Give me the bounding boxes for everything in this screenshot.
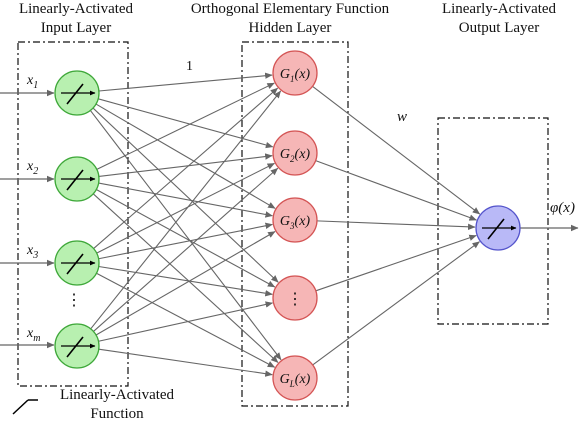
input-layer-box — [17, 41, 129, 387]
hidden-node-label: ⋮ — [287, 291, 303, 308]
hidden-node — [272, 50, 318, 96]
linear-activation-legend-icon — [12, 399, 38, 415]
hidden-node — [272, 355, 318, 401]
input-layer-title: Linearly-Activated Input Layer — [0, 0, 152, 38]
hidden-node-label: GL(x) — [280, 372, 311, 389]
legend-label-line2: Function — [90, 406, 144, 422]
hidden-node — [272, 197, 318, 243]
input-hidden-edge — [98, 348, 273, 377]
linear-activation-icon — [61, 169, 96, 191]
input-hidden-edge — [98, 98, 274, 149]
hidden-output-edge — [316, 220, 476, 231]
legend-label: Linearly-Activated Function — [52, 386, 182, 422]
output-layer-title: Linearly-Activated Output Layer — [418, 0, 580, 38]
hidden-layer-title: Orthogonal Elementary Function Hidden La… — [165, 0, 415, 38]
input-hidden-edge — [98, 72, 273, 92]
input-hidden-edge — [96, 82, 275, 170]
output-label: φ(x) — [550, 200, 575, 216]
input-layer-title-line1: Linearly-Activated — [18, 1, 134, 17]
linear-activation-icon — [61, 336, 96, 358]
legend-label-line1: Linearly-Activated — [59, 387, 175, 403]
hidden-layer-box — [241, 41, 349, 407]
input-hidden-edge — [92, 193, 279, 363]
hidden-output-edge — [315, 160, 477, 221]
hidden-layer-title-line1: Orthogonal Elementary Function — [190, 1, 390, 17]
output-layer-box — [437, 117, 549, 325]
input-hidden-edge — [95, 231, 276, 336]
input-hidden-edge — [93, 167, 279, 332]
hidden-node-label: G3(x) — [280, 214, 311, 231]
output-weight-label: w — [397, 109, 407, 125]
input-hidden-edge — [98, 153, 273, 177]
input-layer-title-line2: Input Layer — [40, 20, 112, 36]
linear-activation-icon — [61, 83, 96, 105]
input-label: x2 — [26, 159, 38, 177]
linear-activation-icon — [482, 218, 517, 240]
input-hidden-edge — [90, 90, 282, 330]
linear-activation-icon — [61, 253, 96, 275]
hidden-layer-title-line2: Hidden Layer — [248, 20, 332, 36]
input-hidden-edge — [92, 107, 279, 283]
input-hidden-edge — [96, 272, 276, 368]
input-ellipsis: ⋮ — [66, 290, 82, 309]
input-hidden-edge — [98, 265, 273, 297]
hidden-output-edge — [312, 241, 480, 366]
input-hidden-edge — [98, 301, 274, 342]
hidden-node-label: G2(x) — [280, 147, 311, 164]
input-hidden-edge — [98, 182, 273, 218]
nodes-group: x1 x2 x3 xm G1(x) G2(x) G3(x) ⋮ GL(x) — [26, 50, 521, 401]
hidden-node — [272, 130, 318, 176]
input-label: x3 — [26, 243, 38, 261]
input-label: xm — [26, 326, 40, 344]
edges-group — [0, 72, 579, 377]
input-hidden-edge — [96, 189, 276, 288]
input-hidden-edge — [89, 110, 282, 361]
hidden-node-label: G1(x) — [280, 67, 311, 84]
hidden-output-edge — [315, 234, 477, 292]
output-layer-title-line2: Output Layer — [458, 20, 540, 36]
input-hidden-edge — [95, 103, 276, 209]
output-layer-title-line1: Linearly-Activated — [441, 1, 557, 17]
input-hidden-edge — [93, 87, 279, 249]
input-weight-label: 1 — [186, 59, 193, 74]
hidden-node — [272, 275, 318, 321]
input-hidden-edge — [98, 222, 273, 260]
input-label: x1 — [26, 73, 38, 91]
input-hidden-edge — [96, 162, 275, 254]
hidden-output-edge — [312, 85, 481, 215]
